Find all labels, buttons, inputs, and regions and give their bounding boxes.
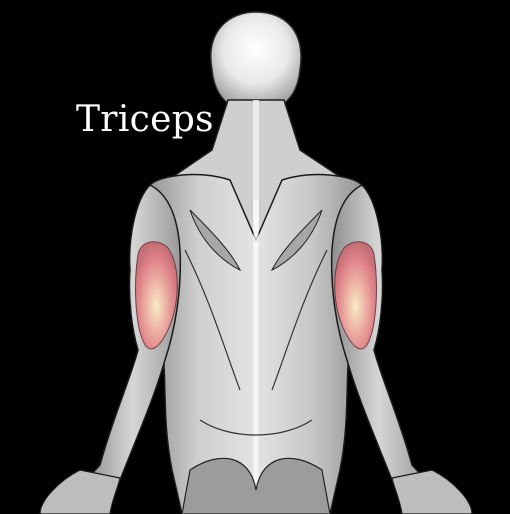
triceps-highlight-icon xyxy=(135,241,377,350)
left-triceps-shape xyxy=(135,241,178,350)
torso-shape xyxy=(139,173,373,514)
right-triceps-shape xyxy=(334,241,377,350)
left-arm-shape xyxy=(39,184,182,514)
right-arm-shape xyxy=(330,184,473,514)
muscle-caption: Triceps xyxy=(76,99,214,140)
head-shape xyxy=(210,11,302,107)
